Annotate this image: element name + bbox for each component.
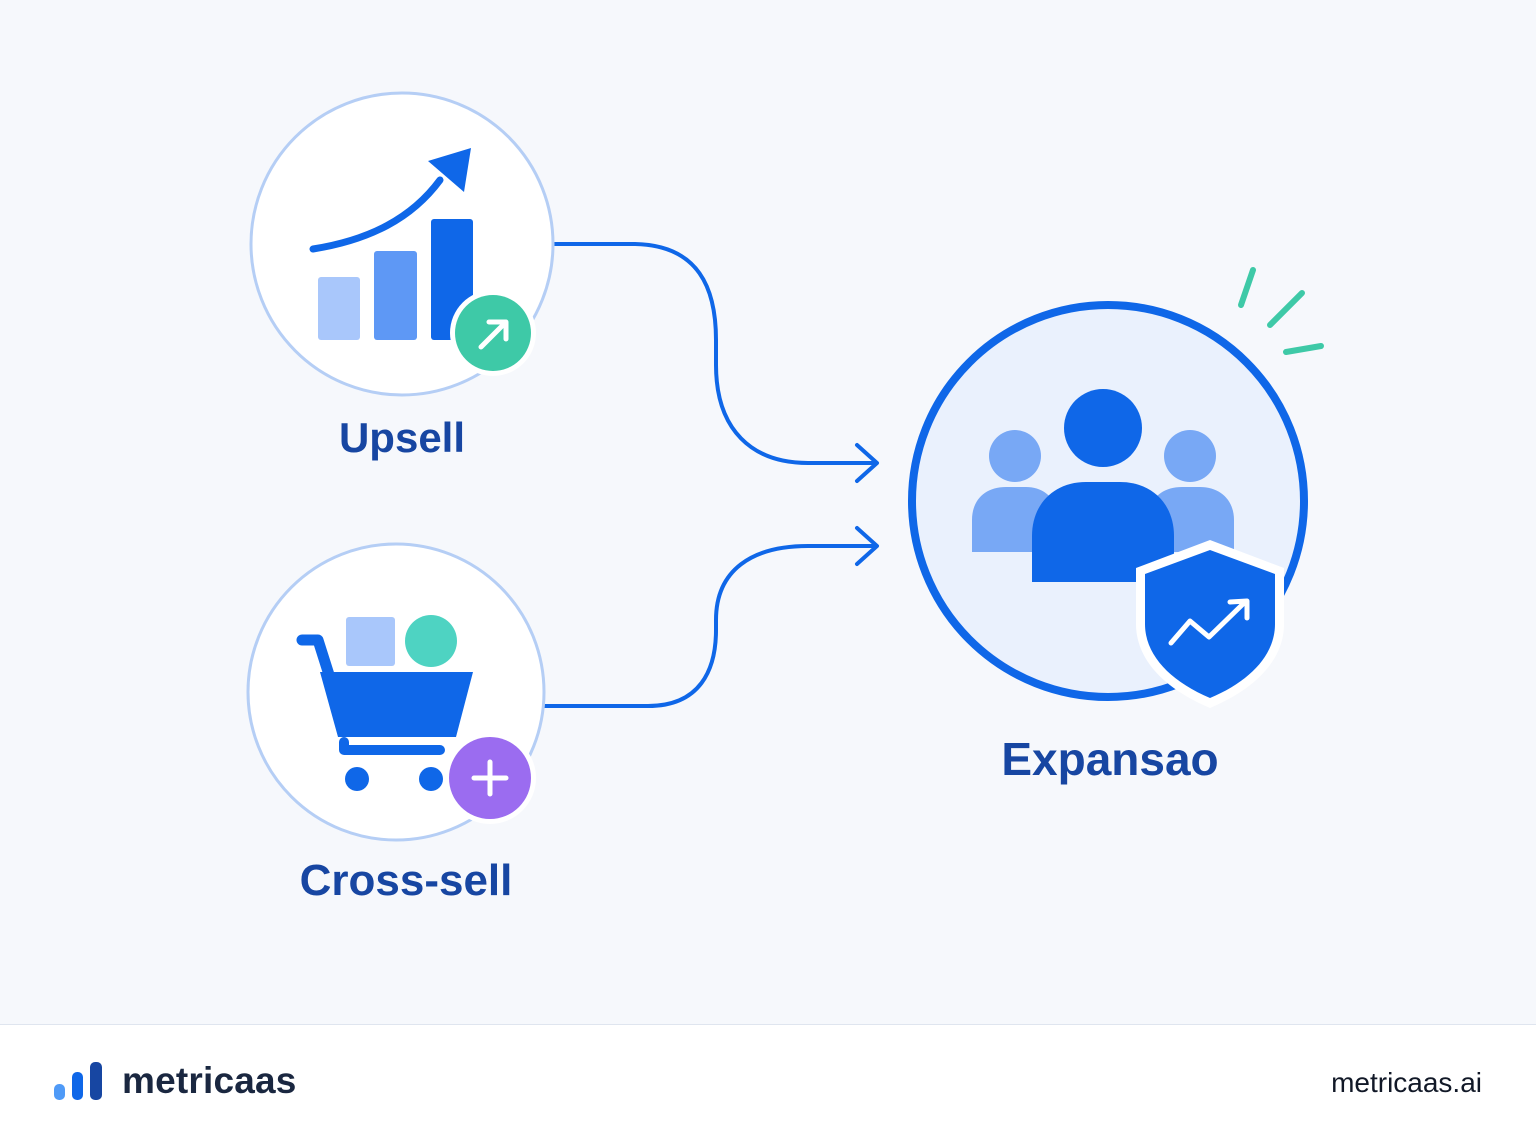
upsell-node (249, 91, 555, 397)
connector-cross-sell-to-expansion (543, 526, 879, 708)
diagram-svg (246, 91, 1324, 842)
user-group-icon (972, 389, 1234, 582)
footer-domain-link[interactable]: metricaas.ai (1331, 1067, 1482, 1098)
cross-sell-node (246, 542, 546, 842)
cross-sell-label: Cross-sell (299, 856, 513, 905)
growth-bar-chart-icon (309, 148, 473, 340)
connector-upsell-to-expansion (553, 242, 879, 483)
brand-logo[interactable]: metricaas (52, 1059, 297, 1103)
shield-trend-icon (1136, 540, 1284, 708)
footer: metricaas metricaas.ai (0, 1024, 1536, 1137)
plus-icon (444, 732, 536, 824)
brand-name: metricaas (122, 1060, 297, 1101)
diagram-canvas: Upsell Cross-sell Expansao (246, 91, 1324, 905)
shopping-cart-icon (296, 615, 473, 791)
arrow-up-right-icon (450, 290, 536, 376)
bar-chart-logo-icon (54, 1062, 102, 1100)
expansion-node (908, 267, 1324, 708)
upsell-label: Upsell (338, 414, 466, 461)
expansion-label: Expansao (1001, 733, 1219, 785)
sparkle-icon (1238, 267, 1324, 355)
